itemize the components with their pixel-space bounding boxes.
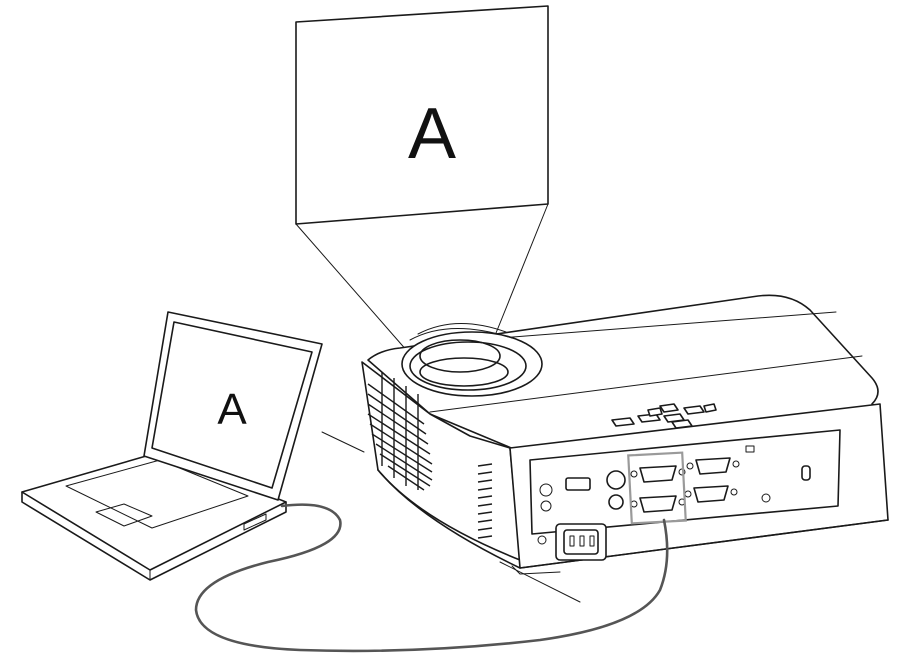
vga-cable — [194, 503, 669, 653]
projector-lens — [401, 323, 543, 397]
vga-port-3 — [686, 457, 740, 475]
laptop-screen — [151, 321, 313, 489]
laptop-touchpad — [95, 503, 153, 527]
projector-keypad — [611, 403, 717, 429]
projector-side-vent — [477, 463, 493, 539]
projector-io-panel — [529, 429, 841, 561]
laptop-keyboard — [65, 459, 249, 529]
vga-input-highlight — [627, 451, 687, 525]
laptop-screen-letter: A — [217, 385, 247, 434]
laptop: A — [21, 311, 323, 581]
svideo-port — [606, 470, 626, 490]
audio-port — [608, 494, 624, 510]
laptop-lid — [143, 311, 323, 501]
projector-front-vent — [367, 372, 433, 491]
kensington-lock — [801, 465, 811, 481]
hdmi-port — [565, 477, 591, 491]
projection-screen-letter: A — [408, 94, 456, 174]
projection-screen: A — [295, 5, 549, 225]
projector — [321, 294, 889, 603]
panel-screw — [761, 493, 771, 503]
projection-beam — [295, 203, 549, 353]
power-socket — [555, 523, 607, 561]
